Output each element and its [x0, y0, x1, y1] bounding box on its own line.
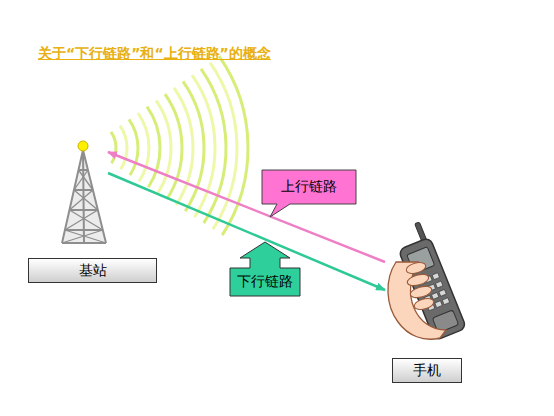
tower-bars: [62, 170, 106, 243]
handset-node: 手机: [385, 238, 473, 385]
tower: [62, 141, 106, 243]
mobile-phone: [388, 220, 467, 340]
wave-arc: [183, 81, 204, 211]
wave-arc: [165, 94, 182, 199]
uplink-arrow: [108, 152, 385, 262]
wave-arc: [210, 63, 237, 230]
edge-label: 下行链路: [230, 268, 300, 296]
wave-arc: [129, 119, 138, 175]
wave-arc: [120, 126, 127, 170]
wave-arc: [201, 69, 226, 223]
wave-arc: [219, 56, 248, 235]
tower-legs: [62, 150, 106, 243]
edge-label-text: 下行链路: [237, 273, 293, 291]
wave-arc: [138, 113, 149, 181]
uplink-callout: [262, 170, 356, 217]
tower-frame: [62, 150, 106, 243]
title: 关于“下行链路”和“上行链路”的概念: [38, 45, 271, 63]
hand: [388, 262, 446, 339]
tower-bracing: [62, 170, 106, 243]
antenna-dot: [78, 141, 88, 151]
downlink-callout: [230, 242, 300, 296]
wave-arc: [111, 132, 116, 163]
edge-label-text: 上行链路: [281, 178, 337, 196]
name-box: 手机: [392, 358, 462, 383]
wave-arc: [156, 100, 171, 193]
name-box: 基站: [28, 258, 157, 283]
wave-arc: [174, 88, 193, 205]
fingers: [405, 261, 435, 312]
wave-arc: [192, 75, 215, 217]
radio-waves: [111, 56, 248, 235]
wave-arc: [147, 107, 160, 188]
tower-body: [62, 150, 106, 243]
edge-label: 上行链路: [262, 170, 356, 204]
base-station-node: 基站: [60, 138, 108, 285]
